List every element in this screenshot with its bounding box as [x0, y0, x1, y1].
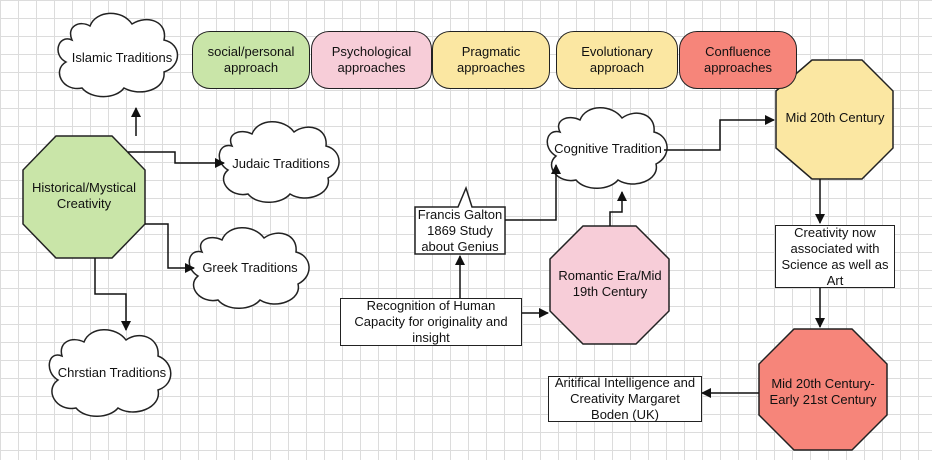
octagon-mid20-21[interactable] — [758, 328, 888, 451]
pill-psychological[interactable]: Psychological approaches — [311, 31, 432, 89]
cloud-judaic-label: Judaic Traditions — [232, 156, 330, 171]
cloud-islamic[interactable] — [57, 12, 179, 98]
octagon-mid20-label: Mid 20th Century — [785, 110, 885, 125]
pill-evolutionary-label: Evolutionary approach — [581, 44, 653, 75]
octagon-historical[interactable] — [22, 135, 146, 259]
cloud-judaic[interactable] — [218, 121, 340, 203]
pill-evolutionary[interactable]: Evolutionary approach — [556, 31, 678, 89]
cloud-islamic-label: Islamic Traditions — [71, 50, 173, 65]
cloud-cognitive-label: Cognitive Tradition — [554, 141, 662, 156]
connector-historical-greek — [145, 223, 195, 273]
pill-social-personal[interactable]: social/personal approach — [192, 31, 310, 89]
cloud-greek-label: Greek Traditions — [202, 260, 298, 275]
connector-romantic-cognitive — [609, 191, 627, 226]
box-ai[interactable]: Aritifical Intelligence and Creativity M… — [548, 375, 702, 422]
callout-galton-shape[interactable] — [414, 185, 506, 255]
box-recognition-label: Recognition of Human Capacity for origin… — [354, 298, 508, 345]
box-science-label: Creativity now associated with Science a… — [781, 224, 889, 288]
connector-galton-cognitive — [505, 164, 561, 221]
callout-galton-label: Francis Galton 1869 Study about Genius — [417, 206, 503, 254]
cloud-greek[interactable] — [188, 227, 310, 309]
pill-pragmatic-label: Pragmatic approaches — [457, 44, 525, 75]
octagon-romantic[interactable] — [549, 225, 670, 345]
cloud-christian-label: Chrstian Traditions — [57, 365, 167, 380]
pill-pragmatic[interactable]: Pragmatic approaches — [432, 31, 550, 89]
octagon-historical-label: Historical/Mystical Creativity — [31, 180, 136, 211]
pill-psychological-label: Psychological approaches — [331, 44, 412, 75]
cloud-christian[interactable] — [48, 329, 172, 417]
octagon-mid20[interactable] — [775, 59, 894, 180]
connector-historical-christian — [94, 258, 131, 331]
box-science[interactable]: Creativity now associated with Science a… — [775, 225, 895, 288]
connector-historical-judaic — [128, 151, 225, 168]
pill-social-personal-label: social/personal approach — [207, 44, 295, 75]
connector-cognitive-mid20 — [664, 115, 775, 151]
octagon-mid20-21-label: Mid 20th Century-Early 21st Century — [769, 376, 877, 407]
pill-confluence[interactable]: Confluence approaches — [679, 31, 797, 89]
octagon-romantic-label: Romantic Era/Mid 19th Century — [558, 268, 662, 299]
box-recognition[interactable]: Recognition of Human Capacity for origin… — [340, 298, 522, 346]
box-ai-label: Aritifical Intelligence and Creativity M… — [554, 375, 696, 422]
pill-confluence-label: Confluence approaches — [704, 44, 772, 75]
